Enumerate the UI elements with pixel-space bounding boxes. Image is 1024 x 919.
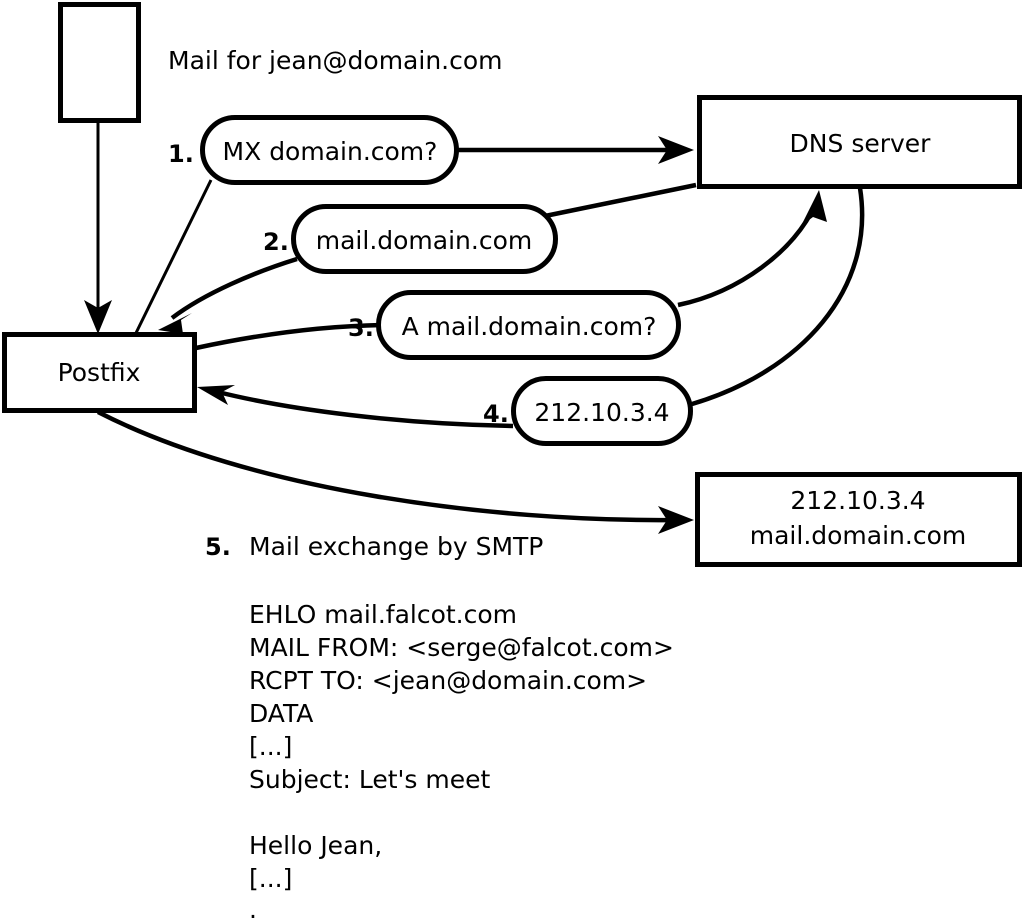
- step-number-1: 1.: [168, 140, 194, 168]
- bubble-step1-label: MX domain.com?: [223, 137, 438, 166]
- edge-step3-to-dns: [677, 190, 827, 308]
- smtp-line-8: [...]: [249, 864, 292, 893]
- bubble-step2-label: mail.domain.com: [316, 226, 532, 255]
- smtp-line-1: MAIL FROM: <serge@falcot.com>: [249, 633, 674, 662]
- edge-step3-postfix-to-bubble3: [195, 322, 383, 351]
- bubble-step2: mail.domain.com: [291, 204, 558, 274]
- smtp-line-9: .: [249, 895, 257, 919]
- bubble-step3-label: A mail.domain.com?: [402, 312, 657, 341]
- edge-step4-dns-to-bubble4: [691, 187, 865, 407]
- dns-server-node: DNS server: [697, 95, 1022, 189]
- edge-step5-postfix-to-mailserver: [96, 409, 694, 534]
- postfix-label: Postfix: [58, 358, 141, 387]
- smtp-line-5: Subject: Let's meet: [249, 765, 490, 794]
- bubble-step4: 212.10.3.4: [511, 376, 693, 446]
- edge-step2-to-postfix: [158, 256, 298, 334]
- postfix-node: Postfix: [2, 332, 197, 413]
- mail-server-node: 212.10.3.4 mail.domain.com: [695, 472, 1022, 567]
- step-number-4: 4.: [483, 400, 509, 428]
- edge-client-to-postfix: [84, 122, 112, 334]
- smtp-line-3: DATA: [249, 699, 313, 728]
- smtp-line-4: [...]: [249, 732, 292, 761]
- bubble-step4-label: 212.10.3.4: [534, 398, 669, 427]
- edge-step4-to-postfix: [197, 385, 514, 429]
- edge-step1-from-postfix: [134, 179, 213, 334]
- smtp-line-7: Hello Jean,: [249, 831, 382, 860]
- bubble-step1: MX domain.com?: [200, 115, 459, 185]
- mail-server-ip-label: 212.10.3.4: [790, 486, 925, 515]
- dns-server-label: DNS server: [790, 129, 932, 158]
- smtp-line-2: RCPT TO: <jean@domain.com>: [249, 666, 647, 695]
- client-box: [58, 2, 141, 123]
- step-number-3: 3.: [348, 314, 374, 342]
- edge-step1-to-dns: [452, 136, 694, 164]
- edge-step2-dns-to-bubble2: [544, 182, 697, 219]
- bubble-step3: A mail.domain.com?: [376, 290, 681, 360]
- step-number-5: 5.: [205, 533, 231, 561]
- mail-server-host-label: mail.domain.com: [750, 521, 966, 550]
- mail-for-note: Mail for jean@domain.com: [168, 46, 503, 75]
- step-number-2: 2.: [263, 228, 289, 256]
- step5-caption: Mail exchange by SMTP: [249, 532, 543, 561]
- smtp-line-0: EHLO mail.falcot.com: [249, 600, 517, 629]
